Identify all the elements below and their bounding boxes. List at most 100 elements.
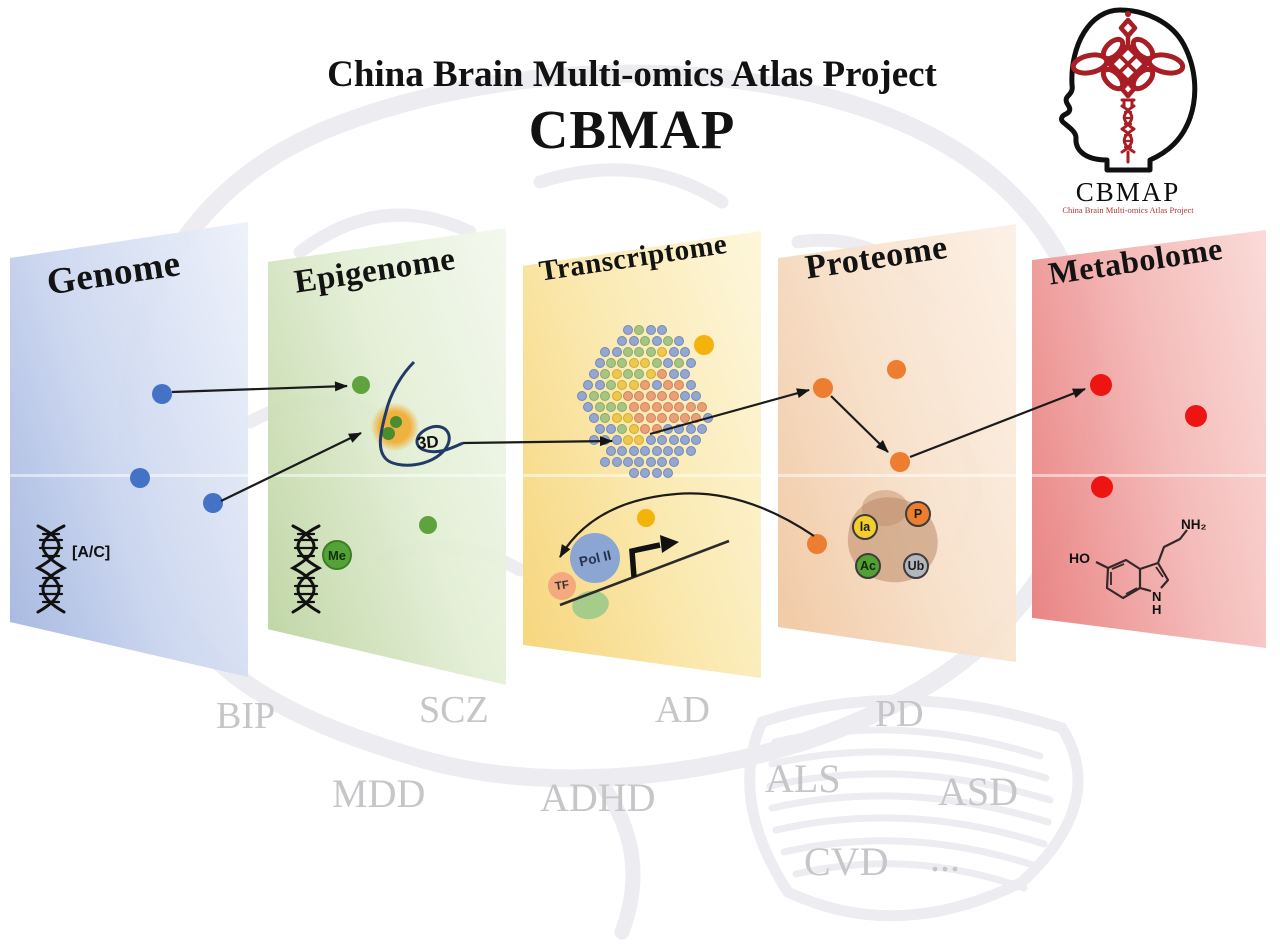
umap-cell-dot [617, 380, 628, 390]
umap-cell-dot [662, 336, 673, 346]
ring-nitrogen-label: N [1152, 589, 1162, 604]
umap-cell-dot [685, 380, 696, 390]
umap-cell-dot [674, 380, 685, 390]
umap-cell-dot [588, 369, 599, 379]
panel-epigenome [268, 228, 506, 685]
umap-cell-dot [657, 457, 668, 467]
umap-cell-dot [623, 369, 633, 379]
umap-cell-dot [691, 391, 702, 401]
umap-cell-dot [583, 380, 594, 390]
ptm-lactylation-label: la [859, 520, 871, 534]
panel-proteome [778, 224, 1016, 662]
chinese-knot-icon [1070, 11, 1186, 99]
umap-cell-dot [645, 457, 656, 467]
umap-cell-dot [617, 446, 628, 456]
umap-cell-dot [651, 402, 662, 412]
hydroxyl-label: HO [1069, 550, 1090, 566]
omics-dot [130, 468, 150, 488]
umap-cell-dot [605, 380, 616, 390]
umap-cell-dot [594, 424, 605, 434]
umap-cell-dot [674, 336, 685, 346]
disease-label: ASD [938, 769, 1019, 814]
umap-cell-dot [645, 369, 656, 379]
umap-cell-dot [577, 391, 588, 401]
omics-dot [390, 416, 402, 428]
umap-cell-dot [697, 424, 708, 434]
disease-label: ... [930, 835, 960, 880]
umap-cell-dot [640, 358, 651, 368]
logo-subtitle: China Brain Multi-omics Atlas Project [1062, 205, 1194, 215]
chromatin-loop-curve [378, 360, 464, 467]
cbmap-logo-icon [1059, 7, 1198, 173]
umap-cell-dot [600, 391, 611, 401]
disease-label: BIP [216, 695, 276, 737]
methylation-label: Me [327, 547, 347, 563]
umap-cell-dot [657, 347, 668, 357]
umap-cell-dot [674, 446, 685, 456]
umap-cell-dot [600, 413, 611, 423]
disease-label: MDD [332, 771, 426, 816]
arrow-genome-to-epigenome [171, 381, 348, 394]
omics-dot [1090, 374, 1112, 396]
figure-acronym: CBMAP [528, 99, 736, 160]
disease-label: PD [875, 693, 924, 735]
umap-cell-dot [657, 325, 668, 335]
umap-cell-dot [634, 347, 645, 357]
umap-cell-dot [623, 325, 633, 335]
ring-nh-hydrogen-label: H [1152, 602, 1162, 617]
umap-cell-dot [645, 325, 656, 335]
umap-cell-dot [674, 424, 685, 434]
umap-cell-dot [617, 358, 628, 368]
panel-metabolome [1032, 230, 1266, 648]
umap-cell-dot [640, 468, 651, 478]
omics-dot [352, 376, 370, 394]
ptm-acetylation-badge: Ac [855, 553, 881, 579]
umap-cell-dot [668, 457, 679, 467]
umap-cell-dot [685, 424, 696, 434]
umap-cell-dot [588, 413, 599, 423]
ptm-acetylation-label: Ac [860, 559, 876, 573]
umap-cell-dot [600, 369, 611, 379]
umap-cell-dot [640, 402, 651, 412]
umap-cell-dot [634, 325, 645, 335]
umap-cell-dot [651, 468, 662, 478]
transcription-start-arrow [629, 542, 661, 578]
umap-cell-dot [657, 413, 668, 423]
allele-label: [A/C] [72, 544, 111, 561]
umap-cell-dot [662, 402, 673, 412]
umap-cell-dot [611, 391, 622, 401]
umap-cell-dot [634, 391, 645, 401]
umap-cell-dot [651, 380, 662, 390]
dna-icon [34, 524, 68, 614]
umap-cell-dot [600, 457, 611, 467]
umap-cell-dot [594, 358, 605, 368]
umap-cell-dot [628, 446, 639, 456]
omics-dot [203, 493, 223, 513]
umap-cell-dot [668, 435, 679, 445]
umap-cell-dot [657, 435, 668, 445]
omics-dot [1091, 476, 1113, 498]
umap-cell-dot [668, 391, 679, 401]
umap-cell-dot [594, 402, 605, 412]
umap-cell-dot [634, 413, 645, 423]
arrow-feedback-to-tf [559, 492, 815, 558]
umap-cell-dot [605, 358, 616, 368]
serotonin-molecule-icon [1095, 529, 1188, 600]
disease-label: ADHD [540, 775, 656, 820]
umap-cell-dot [623, 391, 633, 401]
omics-dot [152, 384, 172, 404]
umap-cell-dot [583, 402, 594, 412]
umap-cell-dot [674, 402, 685, 412]
omics-dot [890, 452, 910, 472]
umap-cell-dot [623, 457, 633, 467]
omics-dot [694, 335, 714, 355]
umap-cell-dot [662, 358, 673, 368]
umap-cell-dot [623, 413, 633, 423]
umap-cell-dot [680, 369, 690, 379]
logo-acronym: CBMAP [1075, 177, 1181, 207]
umap-cell-dot [611, 457, 622, 467]
umap-cell-dot [634, 457, 645, 467]
umap-cell-dot [680, 347, 690, 357]
figure-title: China Brain Multi-omics Atlas Project [327, 54, 937, 95]
omics-dot [1185, 405, 1207, 427]
